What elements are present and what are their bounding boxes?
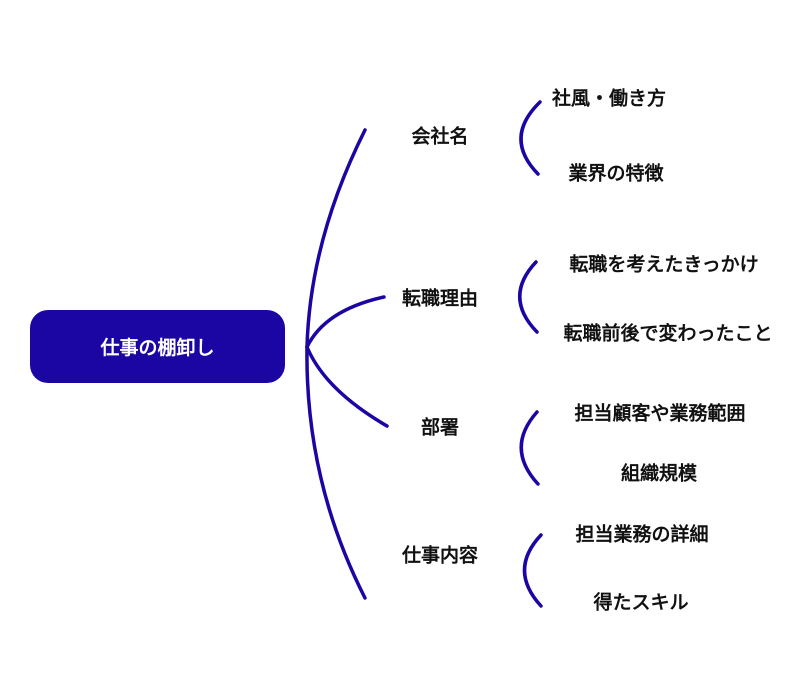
- leaf-task-details[interactable]: 担当業務の詳細: [575, 523, 709, 546]
- branch-work[interactable]: 仕事内容: [401, 544, 479, 567]
- connector-reason: [305, 295, 386, 349]
- root-label: 仕事の棚卸し: [100, 337, 215, 359]
- bracket-department: [519, 410, 540, 486]
- leaf-changes[interactable]: 転職前後で変わったこと: [563, 322, 773, 345]
- leaf-trigger[interactable]: 転職を考えたきっかけ: [569, 253, 759, 276]
- connector-department: [305, 345, 389, 428]
- bracket-reason: [518, 260, 539, 334]
- root-node[interactable]: 仕事の棚卸し: [30, 310, 285, 383]
- leaf-industry[interactable]: 業界の特徴: [568, 162, 664, 185]
- branch-company[interactable]: 会社名: [411, 125, 469, 148]
- branch-reason[interactable]: 転職理由: [401, 287, 479, 310]
- leaf-clients-scope[interactable]: 担当顧客や業務範囲: [574, 402, 746, 425]
- leaf-skills[interactable]: 得たスキル: [593, 591, 689, 614]
- leaf-org-size[interactable]: 組織規模: [620, 462, 698, 485]
- branch-department[interactable]: 部署: [420, 416, 460, 439]
- leaf-culture[interactable]: 社風・働き方: [551, 87, 667, 110]
- connector-company: [305, 128, 367, 349]
- bracket-work: [522, 533, 543, 608]
- connector-work: [305, 345, 367, 600]
- bracket-company: [519, 100, 542, 176]
